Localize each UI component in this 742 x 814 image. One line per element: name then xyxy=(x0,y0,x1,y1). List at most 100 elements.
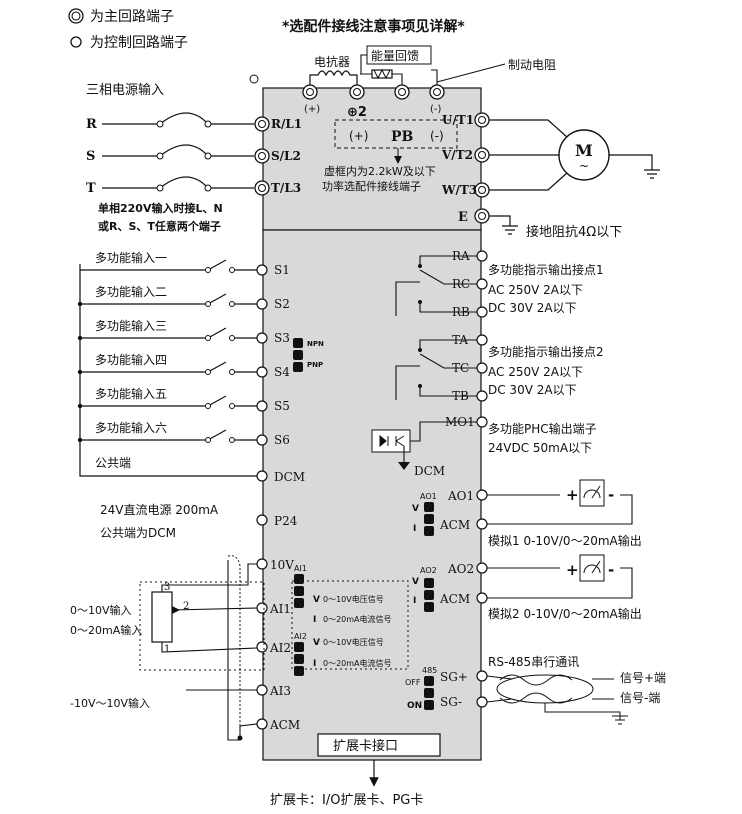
ai1-i: I xyxy=(313,615,316,625)
relay2-note-2: AC 250V 2A以下 xyxy=(488,365,583,379)
expansion-port-box xyxy=(317,733,441,757)
reactor-label: 电抗器 xyxy=(314,54,350,69)
relay2-note-1: 多功能指示输出接点2 xyxy=(488,344,604,359)
term-u: U/T1 xyxy=(442,113,474,127)
input-terminal xyxy=(256,434,268,446)
ai-in-v: 0～10V输入 xyxy=(70,603,132,617)
term-ao1: AO1 xyxy=(447,489,474,503)
digital-inputs xyxy=(77,259,268,477)
term-plus2: ⊕2 xyxy=(347,105,367,120)
analog-outputs: + - + - xyxy=(424,479,633,612)
term-s5: S5 xyxy=(274,399,290,413)
pb-minus: (-) xyxy=(430,129,444,143)
relay-tb: TB xyxy=(452,389,469,403)
ai2-i-note: 0～20mA电流信号 xyxy=(323,658,392,668)
notice: *选配件接线注意事项见详解* xyxy=(282,18,465,35)
term-s6: S6 xyxy=(274,433,290,447)
pb-dashed-box xyxy=(334,119,458,149)
phase-r: R xyxy=(86,117,97,132)
input-terminal xyxy=(256,298,268,310)
term-l1: R/L1 xyxy=(271,117,302,131)
relay-terminal xyxy=(476,362,488,374)
term-plus: (+) xyxy=(304,104,320,115)
term-l2: S/L2 xyxy=(271,149,301,163)
legend: 为主回路端子 为控制回路端子 xyxy=(68,8,188,51)
ai1-v: V xyxy=(313,595,320,605)
npn-label: NPN xyxy=(307,340,324,348)
svg-text:-: - xyxy=(608,561,614,579)
relay1-note-2: AC 250V 2A以下 xyxy=(488,283,583,297)
ai-in-pm: -10V～10V输入 xyxy=(70,696,150,710)
pot-1: 1 xyxy=(164,644,170,655)
p24-note2: 公共端为DCM xyxy=(100,526,176,540)
expansion-note: 扩展卡：I/O扩展卡、PG卡 xyxy=(270,793,423,808)
ao2-note: 模拟2 0-10V/0～20mA输出 xyxy=(488,606,642,621)
svg-text:+: + xyxy=(566,486,579,504)
term-acm1: ACM xyxy=(439,518,470,532)
mo1-note-2: 24VDC 50mA以下 xyxy=(488,441,592,455)
term-ai1: AI1 xyxy=(269,602,291,616)
relay-rb: RB xyxy=(452,305,470,319)
input-label-5: 多功能输入五 xyxy=(95,386,167,401)
term-ai2: AI2 xyxy=(269,641,291,655)
term-minus: (-) xyxy=(430,104,442,115)
relay-terminal xyxy=(476,390,488,402)
motor-sym: ~ xyxy=(579,159,589,173)
svg-text:-: - xyxy=(608,486,614,504)
term-acm2: ACM xyxy=(439,592,470,606)
rs485-wiring xyxy=(424,670,628,725)
term-acm: ACM xyxy=(269,718,300,732)
rs485-sig-p: 信号+端 xyxy=(620,671,666,685)
ai2-jumper-label: AI2 xyxy=(294,632,307,641)
input-label-2: 多功能输入二 xyxy=(95,284,167,299)
brake-resistor-label: 制动电阻 xyxy=(508,58,556,72)
expansion-port: 扩展卡接口 xyxy=(333,738,398,754)
main-circuit-box xyxy=(262,87,482,231)
ao1-v: V xyxy=(412,504,419,514)
ai-in-i: 0～20mA输入 xyxy=(70,623,142,637)
ao1-note: 模拟1 0-10V/0～20mA输出 xyxy=(488,533,642,548)
relay1-note-1: 多功能指示输出接点1 xyxy=(488,262,604,277)
phase-t: T xyxy=(86,181,96,196)
ao1-jumper-label: AO1 xyxy=(420,492,437,501)
mo1-note-1: 多功能PHC输出端子 xyxy=(488,421,597,436)
input-terminal xyxy=(256,400,268,412)
pb-label: PB xyxy=(391,129,414,145)
power-input-lines: R S T xyxy=(86,112,270,196)
energy-feedback-label: 能量回馈 xyxy=(371,49,419,63)
meter-icon-1 xyxy=(579,479,605,507)
term-v: V/T2 xyxy=(441,148,473,162)
relay-terminal xyxy=(476,306,488,318)
meter-icon-2 xyxy=(579,554,605,582)
relay-terminal xyxy=(476,334,488,346)
ground-icon xyxy=(609,154,660,179)
single-phase-note2: 或R、S、T任意两个端子 xyxy=(98,219,221,233)
ai2-i: I xyxy=(313,659,316,669)
ao2-v: V xyxy=(412,577,419,587)
term-10v: 10V xyxy=(270,558,294,572)
term-dcm: DCM xyxy=(274,470,305,484)
motor-label: M xyxy=(575,141,593,160)
common-label: 公共端 xyxy=(95,456,131,470)
input-switch xyxy=(80,327,257,339)
ao2-i: I xyxy=(413,596,416,606)
pot-3: 3 xyxy=(164,582,170,593)
pb-note1: 虚框内为2.2kW及以下 xyxy=(324,164,436,178)
term-s4: S4 xyxy=(274,365,290,379)
pb-note2: 功率选配件接线端子 xyxy=(322,179,421,193)
term-sgm: SG- xyxy=(440,695,462,709)
analog-inputs xyxy=(139,555,409,741)
rs485-jumper-label: 485 xyxy=(422,666,437,675)
rs485-off: OFF xyxy=(405,678,421,687)
relay-ta: TA xyxy=(452,333,468,347)
input-label-4: 多功能输入四 xyxy=(95,352,167,367)
input-switch xyxy=(80,395,257,407)
legend-main: 为主回路端子 xyxy=(90,9,174,25)
term-ao2: AO2 xyxy=(447,562,474,576)
pnp-label: PNP xyxy=(307,361,323,369)
ai1-jumper-label: AI1 xyxy=(294,564,307,573)
term-s2: S2 xyxy=(274,297,290,311)
ao1-i: I xyxy=(413,524,416,534)
input-switch xyxy=(80,361,257,373)
